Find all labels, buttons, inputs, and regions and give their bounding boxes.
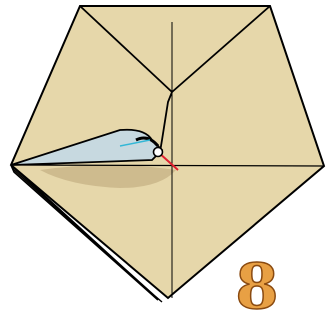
- step-number-text: 8: [235, 252, 278, 316]
- step-number-label: 8: [233, 252, 281, 316]
- step-number-graphic: 8: [233, 252, 281, 316]
- pivot-point: [154, 148, 163, 157]
